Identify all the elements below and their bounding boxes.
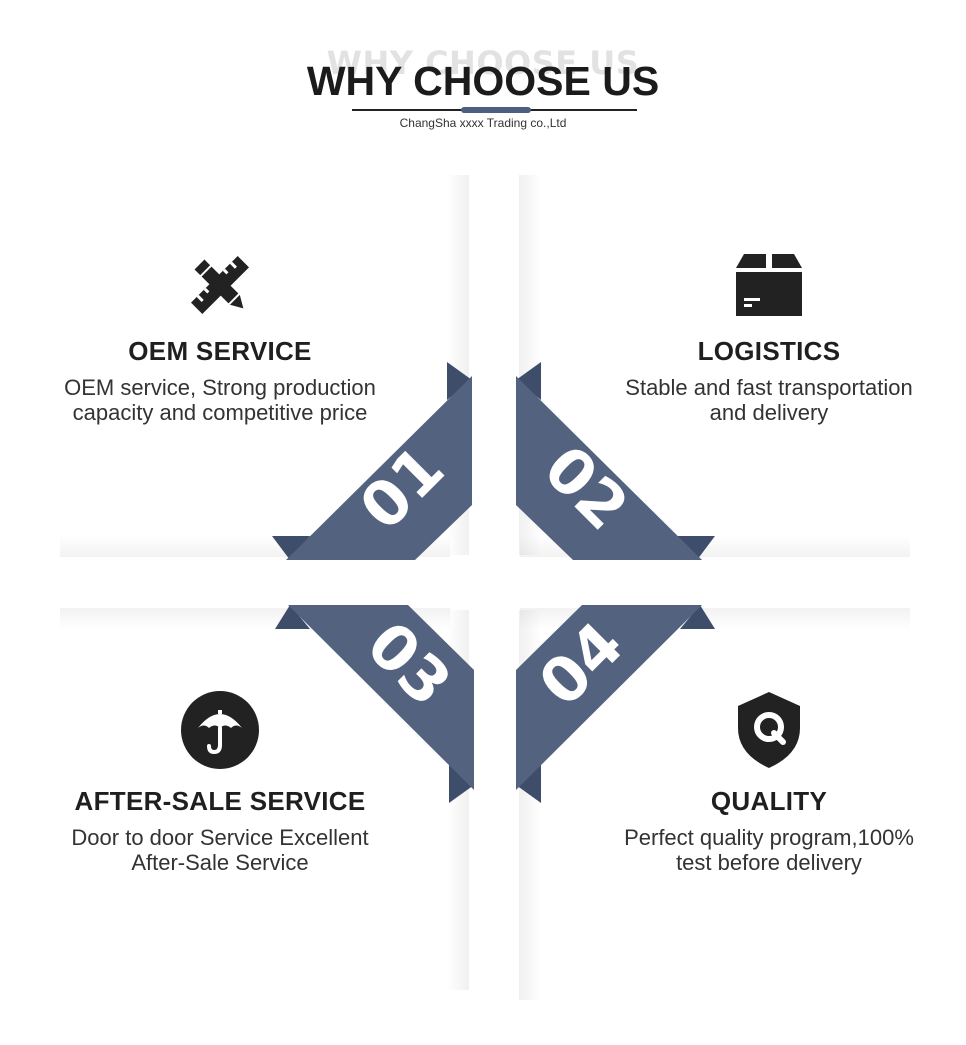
ribbon-band [286,376,472,560]
ribbon-fold [447,362,472,400]
title-shadow-text: WHY CHOOSE US [326,44,640,82]
feature-description-line: After-Sale Service [131,850,309,875]
feature-title: OEM SERVICE [128,336,312,366]
ribbon-fold [516,765,541,803]
ribbon-band [516,605,702,790]
feature-description-line: test before delivery [676,850,862,875]
pencil-ruler-icon [191,256,249,314]
feature-description-line: capacity and competitive price [72,400,368,425]
ribbon-band [516,376,702,560]
feature-title: LOGISTICS [697,336,841,366]
ribbon-fold [275,605,310,629]
shield-q-icon [738,692,800,768]
feature-oem-service: OEM SERVICE OEM service, Strong producti… [0,250,440,425]
feature-description-line: Perfect quality program,100% [624,825,914,850]
ribbon-band [288,605,474,790]
feature-description-line: and delivery [709,400,829,425]
feature-description: Perfect quality program,100% test before… [549,825,966,875]
header: WHY CHOOSE US WHY CHOOSE US ChangSha xxx… [0,40,966,140]
ribbon-01: 01 [272,362,472,560]
feature-description-line: Door to door Service Excellent [71,825,369,850]
feature-description: OEM service, Strong production capacity … [0,375,440,425]
umbrella-icon [181,691,259,769]
page-title: WHY CHOOSE US [306,58,660,104]
ribbon-03: 03 [275,605,474,803]
ribbon-fold [272,536,310,560]
ribbon-fold [516,362,541,400]
feature-after-sale-service: AFTER-SALE SERVICE Door to door Service … [0,690,440,875]
feature-quality: QUALITY Perfect quality program,100% tes… [549,690,966,875]
feature-description: Door to door Service Excellent After-Sal… [0,825,440,875]
feature-title: QUALITY [710,786,828,816]
feature-description-line: Stable and fast transportation [625,375,913,400]
ribbon-fold [677,536,715,560]
ribbon-fold [680,605,715,629]
ribbon-fold [449,765,474,803]
package-icon [736,254,802,316]
company-subtitle: ChangSha xxxx Trading co.,Ltd [399,116,567,130]
feature-logistics: LOGISTICS Stable and fast transportation… [549,250,966,425]
feature-description-line: OEM service, Strong production [64,375,376,400]
feature-description: Stable and fast transportation and deliv… [549,375,966,425]
feature-title: AFTER-SALE SERVICE [74,786,366,816]
title-underline-accent [461,107,531,113]
